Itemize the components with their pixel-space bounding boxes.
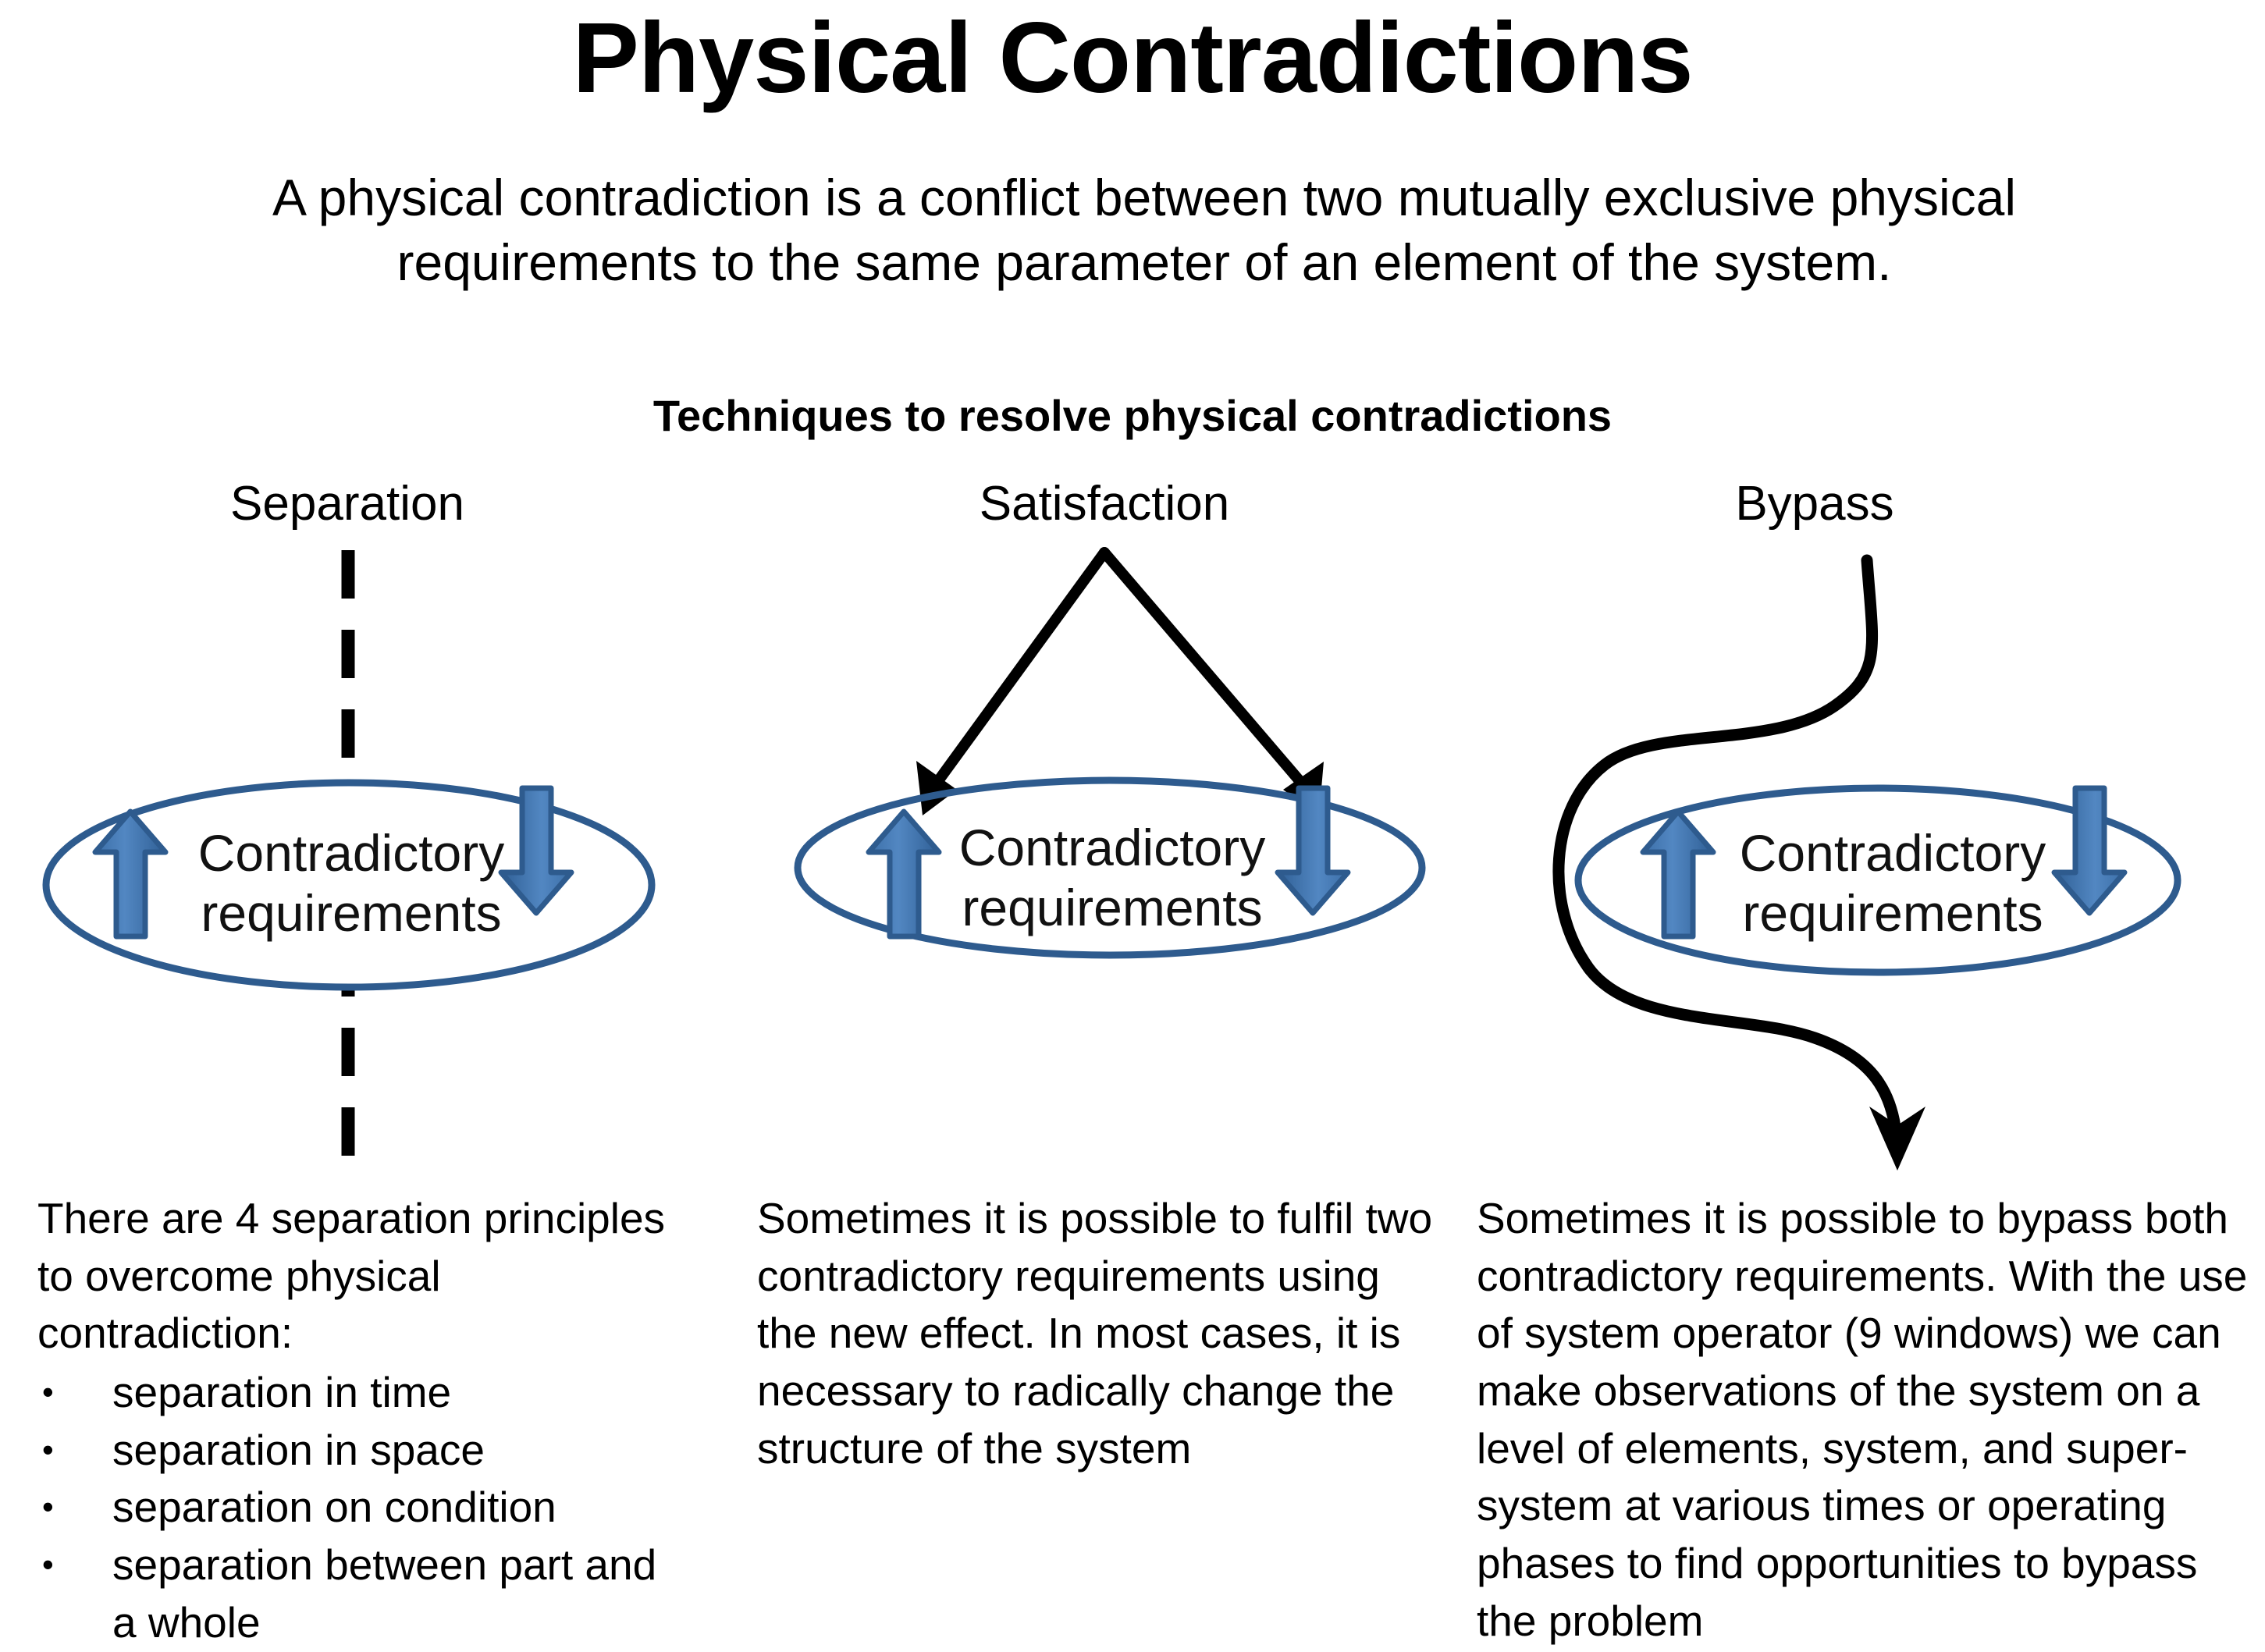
techniques-heading: Techniques to resolve physical contradic… xyxy=(652,391,1613,440)
description-column-satisfaction: Sometimes it is possible to fulfil two c… xyxy=(757,1194,1433,1473)
ellipse-label-separation: Contradictory requirements xyxy=(197,824,505,942)
page-title: Physical Contradictions xyxy=(572,2,1693,114)
list-item: • separation between part and a whole xyxy=(37,1537,685,1651)
separation-principles-list: • separation in time • separation in spa… xyxy=(37,1364,685,1651)
bullet-icon: • xyxy=(42,1488,54,1526)
list-item-label: separation in time xyxy=(112,1368,452,1417)
bullet-icon: • xyxy=(42,1373,54,1411)
ellipse-label-bypass: Contradictory requirements xyxy=(1739,824,2046,942)
list-item: • separation in space xyxy=(37,1422,685,1480)
intro-paragraph: A physical contradiction is a conflict b… xyxy=(272,169,2017,292)
list-item-label: separation between part and a whole xyxy=(112,1540,657,1647)
description-column-bypass: Sometimes it is possible to bypass both … xyxy=(1477,1194,2248,1645)
bullet-icon: • xyxy=(42,1430,54,1468)
list-item: • separation on condition xyxy=(37,1479,685,1537)
column-label-separation: Separation xyxy=(230,477,464,531)
description-column-separation: There are 4 separation principles to ove… xyxy=(37,1190,685,1652)
list-item: • separation in time xyxy=(37,1364,685,1422)
list-item-label: separation in space xyxy=(112,1425,485,1474)
connector-satisfaction-v-arrows xyxy=(916,547,1324,815)
bullet-icon: • xyxy=(42,1546,54,1583)
description-intro-separation: There are 4 separation principles to ove… xyxy=(37,1194,666,1358)
column-label-bypass: Bypass xyxy=(1735,477,1894,531)
list-item-label: separation on condition xyxy=(112,1483,556,1532)
column-label-satisfaction: Satisfaction xyxy=(979,477,1230,531)
up-arrow-icon xyxy=(92,808,169,940)
ellipse-label-satisfaction: Contradictory requirements xyxy=(958,819,1266,936)
